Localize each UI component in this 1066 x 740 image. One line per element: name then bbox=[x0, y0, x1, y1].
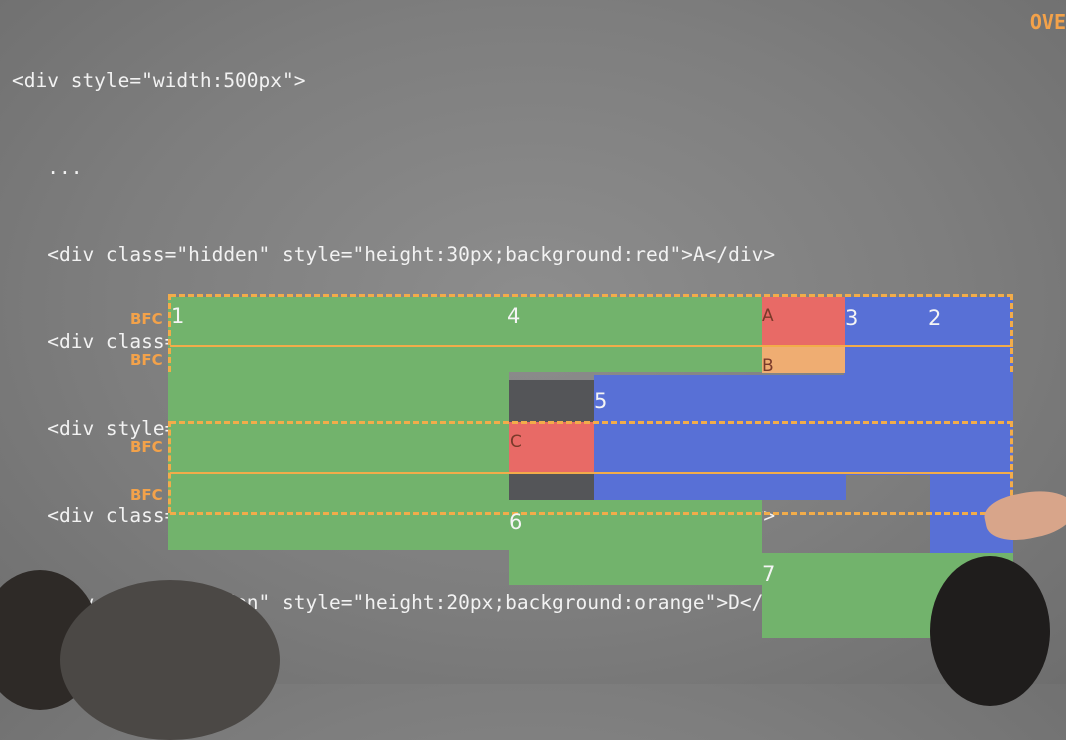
box-letter-b: B bbox=[762, 356, 774, 376]
box-2-blue bbox=[844, 297, 1013, 375]
bfc-dashed-top bbox=[170, 294, 1013, 297]
bfc-label: BFC bbox=[130, 351, 163, 369]
bfc-label: BFC bbox=[130, 438, 163, 456]
bfc-divider-1 bbox=[170, 345, 1013, 347]
top-right-label: OVE bbox=[1029, 10, 1066, 34]
box-1-green-lower bbox=[168, 372, 509, 550]
bfc-divider-2 bbox=[170, 472, 1013, 474]
box-number-4: 4 bbox=[507, 304, 521, 328]
box-c-red bbox=[509, 422, 594, 472]
bfc-dashed-middle bbox=[170, 421, 1013, 424]
box-letter-a: A bbox=[762, 306, 774, 326]
bfc-dashed-right-2 bbox=[1010, 421, 1013, 513]
audience-head-center bbox=[60, 580, 280, 740]
code-line: <div style="width:500px"> bbox=[12, 69, 306, 92]
box-5-blue bbox=[594, 375, 1013, 475]
box-1-green bbox=[168, 297, 762, 372]
box-number-7: 7 bbox=[762, 562, 776, 586]
box-number-6: 6 bbox=[509, 510, 523, 534]
bfc-dashed-left-2 bbox=[168, 421, 171, 513]
box-c-dark bbox=[509, 472, 594, 500]
bfc-dashed-left-1 bbox=[168, 294, 171, 372]
box-letter-c: C bbox=[510, 432, 522, 452]
box-b-orange bbox=[762, 347, 845, 373]
code-line: <div class="hidden" style="height:30px;b… bbox=[12, 243, 776, 266]
bfc-label: BFC bbox=[130, 310, 163, 328]
bfc-label: BFC bbox=[130, 486, 163, 504]
box-black bbox=[509, 380, 594, 422]
code-line: ... bbox=[12, 156, 83, 179]
layout-diagram: BFC BFC BFC BFC 1 4 3 2 5 6 7 A B C bbox=[130, 294, 1013, 638]
audience-head-right bbox=[930, 556, 1050, 706]
box-5-blue-lower bbox=[594, 475, 846, 500]
bfc-dashed-right-1 bbox=[1010, 294, 1013, 372]
box-number-3: 3 bbox=[845, 306, 859, 330]
box-a-red bbox=[762, 297, 845, 347]
box-number-1: 1 bbox=[171, 304, 185, 328]
box-number-2: 2 bbox=[928, 306, 942, 330]
box-number-5: 5 bbox=[594, 389, 608, 413]
bfc-dashed-bottom bbox=[170, 512, 1013, 515]
